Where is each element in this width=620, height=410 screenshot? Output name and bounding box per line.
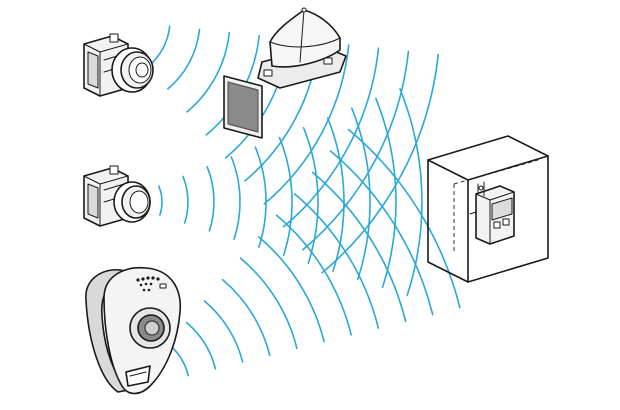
signal-waves-middle: [158, 88, 423, 297]
signal-arc-bottom: [311, 171, 407, 323]
signal-arc-bottom: [203, 300, 244, 363]
reflective-panel-icon: [223, 75, 263, 139]
signal-arc-top: [147, 25, 171, 67]
signal-arc-middle: [399, 88, 423, 297]
signal-arc-middle: [375, 97, 397, 289]
signal-arc-middle: [206, 166, 215, 232]
signal-arc-bottom: [185, 321, 217, 370]
wall-mounted-transmitter-icon: [85, 266, 182, 395]
signal-arc-middle: [254, 146, 267, 248]
signal-arc-bottom: [293, 193, 380, 329]
signal-arc-middle: [182, 175, 189, 224]
signal-waves-bottom: [167, 128, 461, 377]
signal-arc-bottom: [257, 236, 325, 343]
signal-arc-middle: [302, 127, 319, 264]
signal-arc-top: [263, 44, 350, 205]
push-button-transmitter-top-icon: [83, 33, 154, 97]
signal-arc-bottom: [221, 278, 271, 356]
signal-arc-middle: [158, 185, 163, 216]
signal-arc-middle: [278, 136, 293, 256]
signal-arc-top: [167, 28, 201, 90]
signal-arc-middle: [230, 156, 241, 240]
signal-arc-middle: [326, 117, 345, 272]
signal-arc-middle: [351, 107, 371, 281]
repeater-antenna-dome-icon: [257, 7, 347, 89]
signal-arc-bottom: [239, 257, 298, 350]
receiver-enclosure-icon: [427, 135, 549, 283]
signal-arc-top: [282, 47, 380, 228]
relay-module-icon: [469, 181, 515, 245]
signal-arc-bottom: [347, 128, 461, 309]
signal-arc-bottom: [275, 214, 352, 336]
signal-arc-top: [302, 50, 410, 251]
signal-arc-top: [186, 31, 231, 113]
push-button-transmitter-middle-icon: [83, 165, 151, 227]
signal-arc-bottom: [329, 150, 434, 316]
